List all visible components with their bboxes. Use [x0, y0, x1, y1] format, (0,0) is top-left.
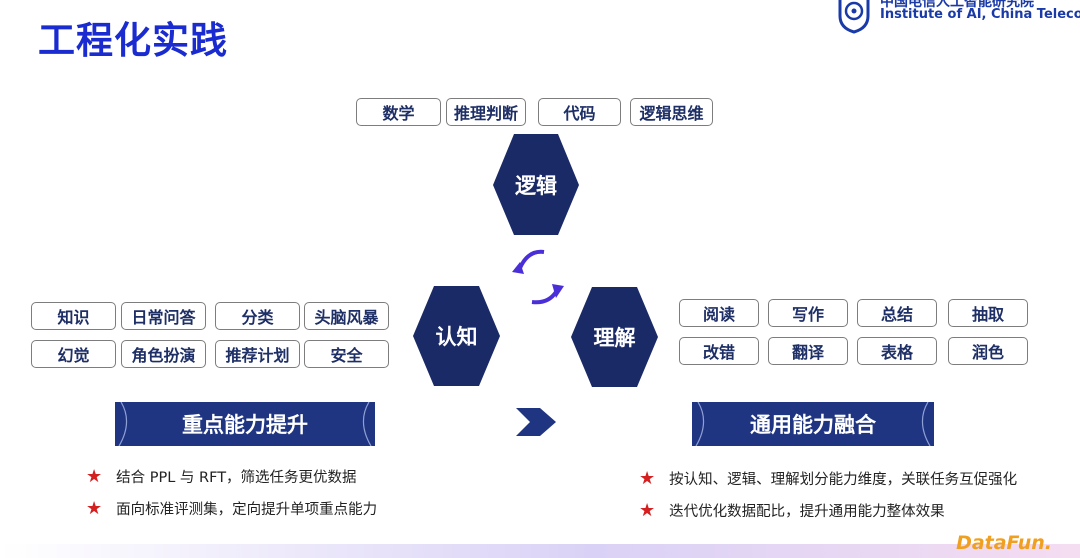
cognition-tag: 分类 [215, 302, 300, 330]
left-bullet: ★ 结合 PPL 与 RFT，筛选任务更优数据 [86, 466, 357, 487]
cycle-arrows-icon [518, 249, 558, 305]
banner-corner-decoration [695, 402, 705, 446]
understanding-tag: 润色 [948, 337, 1028, 365]
cycle-arrow-head-top [512, 262, 524, 274]
logic-label: 逻辑 [515, 174, 557, 198]
cognition-tag: 日常问答 [121, 302, 206, 330]
institute-logo: 中国电信人工智能研究院 Institute of AI, China Telec… [830, 0, 1080, 34]
star-icon: ★ [639, 500, 656, 521]
understanding-tag: 抽取 [948, 299, 1028, 327]
left-bullet-text: 面向标准评测集，定向提升单项重点能力 [116, 502, 378, 518]
star-icon: ★ [86, 498, 103, 519]
left-banner-text: 重点能力提升 [182, 413, 308, 437]
right-bullet-text: 按认知、逻辑、理解划分能力维度，关联任务互促强化 [669, 472, 1018, 488]
cognition-label: 认知 [435, 325, 478, 349]
understanding-tag: 阅读 [679, 299, 759, 327]
cognition-tag: 头脑风暴 [304, 302, 389, 330]
logic-tag: 推理判断 [446, 98, 526, 126]
footer-gradient [0, 544, 1080, 558]
right-bullet: ★ 按认知、逻辑、理解划分能力维度，关联任务互促强化 [639, 468, 1017, 489]
general-capability-banner: 通用能力融合 [692, 402, 934, 446]
institute-logo-icon [838, 0, 870, 34]
understanding-tag: 改错 [679, 337, 759, 365]
understanding-tag: 总结 [857, 299, 937, 327]
right-banner-text: 通用能力融合 [750, 413, 876, 437]
understanding-tag: 写作 [768, 299, 848, 327]
right-bullet-text: 迭代优化数据配比，提升通用能力整体效果 [669, 504, 945, 520]
cycle-arrow-head-bottom [552, 284, 564, 298]
star-icon: ★ [639, 468, 656, 489]
logic-tag: 数学 [356, 98, 441, 126]
understanding-label: 理解 [593, 326, 636, 350]
understanding-tag: 翻译 [768, 337, 848, 365]
logic-hexagon [493, 134, 579, 235]
page-title: 工程化实践 [38, 19, 228, 62]
institute-name-cn: 中国电信人工智能研究院 [880, 0, 1034, 10]
left-bullet-text: 结合 PPL 与 RFT，筛选任务更优数据 [116, 470, 357, 486]
cognition-tag: 安全 [304, 340, 389, 368]
left-bullet: ★ 面向标准评测集，定向提升单项重点能力 [86, 498, 377, 519]
cognition-tag: 推荐计划 [215, 340, 300, 368]
right-bullet: ★ 迭代优化数据配比，提升通用能力整体效果 [639, 500, 945, 521]
cognition-tag: 角色扮演 [121, 340, 206, 368]
star-icon: ★ [86, 466, 103, 487]
understanding-tag: 表格 [857, 337, 937, 365]
banner-corner-decoration [362, 402, 372, 446]
datafun-watermark: DataFun. [956, 532, 1052, 554]
key-capability-banner: 重点能力提升 [115, 402, 375, 446]
chevron-right-icon [516, 408, 556, 436]
cognition-hexagon [413, 286, 500, 386]
logic-tag: 代码 [538, 98, 621, 126]
banner-corner-decoration [921, 402, 931, 446]
institute-name-en: Institute of AI, China Telecom [880, 7, 1080, 22]
understanding-hexagon [571, 287, 658, 387]
cognition-tag: 幻觉 [31, 340, 116, 368]
cognition-tag: 知识 [31, 302, 116, 330]
logic-tag: 逻辑思维 [630, 98, 713, 126]
banner-corner-decoration [118, 402, 128, 446]
